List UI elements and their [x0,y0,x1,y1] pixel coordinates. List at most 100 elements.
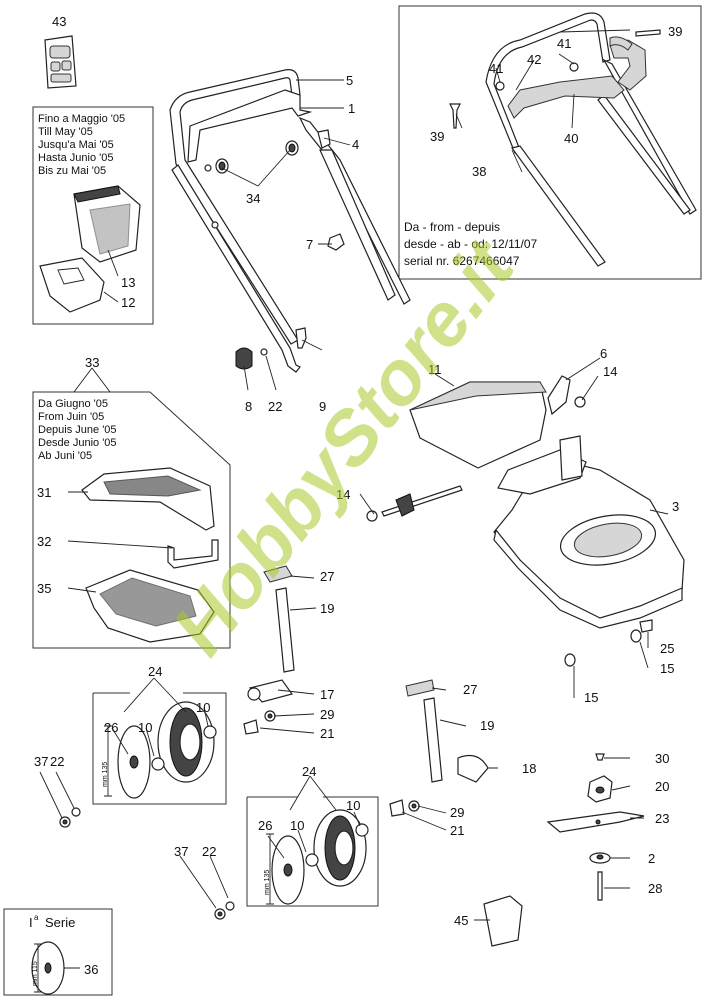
part-label-22-b: 22 [202,844,216,859]
part-label-17: 17 [320,687,334,702]
part-label-18: 18 [522,761,536,776]
bag-bottom-part-35 [85,569,215,643]
part-label-40: 40 [564,131,578,146]
rear-flap-part-11 [409,381,547,469]
part-label-38: 38 [472,164,486,179]
part-label-15-bottom: 15 [584,690,598,705]
part-label-26-a: 26 [104,720,118,735]
svg-text:Da - from - depuis: Da - from - depuis [404,220,500,234]
part-label-43: 43 [52,14,66,29]
svg-text:desde - ab - od: 12/11/07: desde - ab - od: 12/11/07 [404,237,538,251]
washer-part-15 [564,629,642,667]
note-from-serial: Da - from - depuis desde - ab - od: 12/1… [404,220,538,268]
old-bag-frame [32,106,154,325]
part-label-26-b: 26 [258,818,272,833]
part-label-41-left: 41 [489,61,503,76]
part-label-21-left: 21 [320,726,334,741]
part-label-34: 34 [246,191,260,206]
svg-text:a: a [34,913,39,922]
part-label-6: 6 [600,346,607,361]
part-label-3: 3 [672,499,679,514]
part-label-35: 35 [37,581,51,596]
part-label-39-left: 39 [430,129,444,144]
part-label-31: 31 [37,485,51,500]
part-label-11: 11 [428,362,442,377]
cable-clip-part-4 [317,129,331,149]
part-label-41-right: 41 [557,36,571,51]
svg-text:From Juin '05: From Juin '05 [38,411,104,423]
part-label-23: 23 [655,811,669,826]
hinge-rod-part-6 [381,375,571,517]
bag-top-part-31 [81,467,215,531]
wheel-frame-a [92,692,227,805]
wheel-bracket-right [389,679,489,817]
variant-handle [485,12,697,267]
note-until-may-05: Fino a Maggio '05 Till May '05 Jusqu'a M… [38,113,125,177]
serial-variant-frame [398,5,702,280]
dim-label-135-a: mm 135 [102,762,109,787]
part-label-4: 4 [352,137,359,152]
knob-part-34 [215,140,299,174]
part-label-30: 30 [655,751,669,766]
part-label-2: 2 [648,851,655,866]
first-series-frame [3,908,113,996]
svg-text:Hasta Junio '05: Hasta Junio '05 [38,152,113,164]
new-bag-frame [32,391,231,649]
part-label-37-b: 37 [174,844,188,859]
part-label-10-b1: 10 [346,798,360,813]
svg-text:Serie: Serie [45,915,75,930]
knob-part-8 [235,347,253,370]
part-label-21-right: 21 [450,823,464,838]
dim-line-a [104,725,112,797]
part-label-10-b2: 10 [290,818,304,833]
cap-part-45 [483,895,523,947]
dim-label-135-b: mm 135 [264,870,271,895]
note-first-series: I a Serie [29,913,75,930]
nut-part-7 [327,233,345,251]
part-label-15-right: 15 [660,661,674,676]
svg-text:I: I [29,915,33,930]
part-label-29-left: 29 [320,707,334,722]
screw-part-25 [639,619,653,633]
blade-assembly [546,753,645,901]
part-label-1: 1 [348,101,355,116]
main-handle [169,69,411,373]
part-label-12: 12 [121,295,135,310]
part-label-14-left: 14 [336,487,350,502]
part-label-24-b: 24 [302,764,316,779]
part-label-13: 13 [121,275,135,290]
svg-text:Fino a Maggio '05: Fino a Maggio '05 [38,113,125,125]
part-label-28: 28 [648,881,662,896]
note-from-june-05: Da Giugno '05 From Juin '05 Depuis June … [38,398,117,462]
part-label-33: 33 [85,355,99,370]
part-label-10-a2: 10 [138,720,152,735]
part-label-20: 20 [655,779,669,794]
part-label-22-a: 22 [50,754,64,769]
old-grass-bag-part-13 [73,185,141,263]
bolt-part-9 [295,327,307,349]
part-label-5: 5 [346,73,353,88]
svg-text:Jusqu'a Mai '05: Jusqu'a Mai '05 [38,139,114,151]
part-label-7: 7 [306,237,313,252]
part-label-24-a: 24 [148,664,162,679]
part-label-8: 8 [245,399,252,414]
part-label-10-a1: 10 [196,700,210,715]
part-number-labels: 43 5 1 4 34 7 9 8 22 13 12 33 31 32 35 3… [34,14,682,977]
svg-text:serial nr. 6267466047: serial nr. 6267466047 [404,254,520,268]
svg-text:Desde Junio '05: Desde Junio '05 [38,437,117,449]
dim-line-c [34,943,42,993]
deck-part-3 [493,435,685,629]
svg-text:Bis zu Mai '05: Bis zu Mai '05 [38,165,106,177]
part-label-27-right: 27 [463,682,477,697]
part-label-37-a: 37 [34,754,48,769]
part-label-19-left: 19 [320,601,334,616]
part-label-29-right: 29 [450,805,464,820]
part-label-45: 45 [454,913,468,928]
part-label-25: 25 [660,641,674,656]
part-label-42: 42 [527,52,541,67]
grip-part-40 [507,36,647,119]
bolt-part-39 [449,29,661,129]
part-label-27-left: 27 [320,569,334,584]
decal-part-43 [44,35,77,89]
